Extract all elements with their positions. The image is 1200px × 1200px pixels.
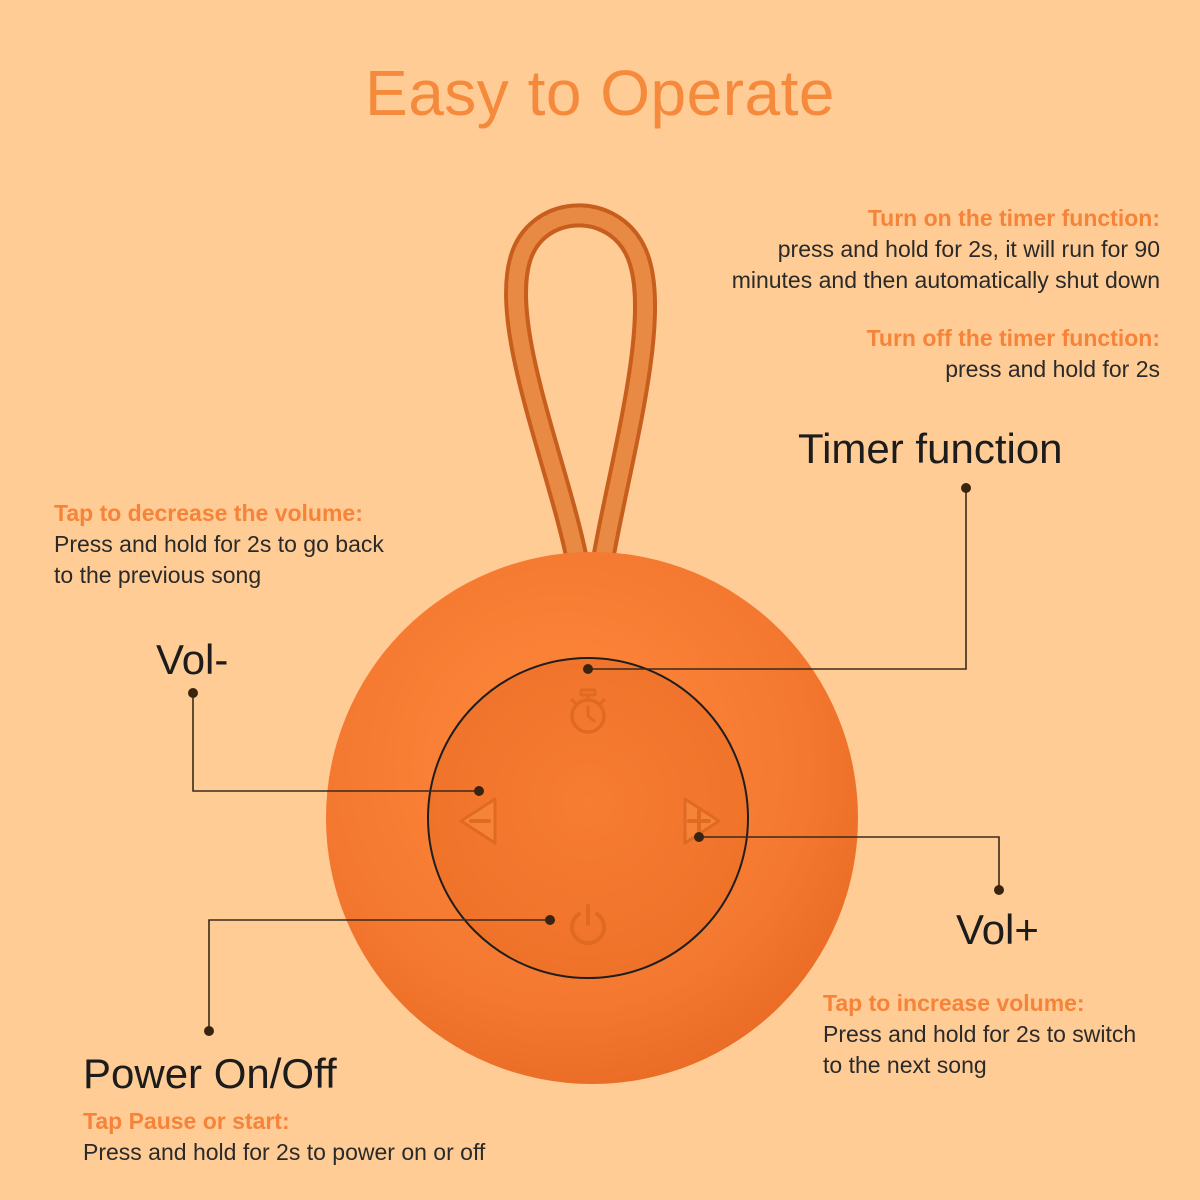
vol-minus-label: Vol-: [156, 636, 229, 683]
vol-down-line1: Press and hold for 2s to go back: [54, 531, 384, 557]
power-label: Power On/Off: [83, 1050, 337, 1097]
control-face: [427, 657, 749, 979]
timer-function-label: Timer function: [798, 425, 1063, 472]
timer-off-heading: Turn off the timer function:: [866, 325, 1160, 351]
vol-down-info: Tap to decrease the volume: Press and ho…: [54, 498, 384, 591]
page-title: Easy to Operate: [365, 57, 835, 129]
stopwatch-icon[interactable]: [566, 688, 610, 736]
power-dot-label: [204, 1026, 214, 1036]
vol-up-line2: to the next song: [823, 1052, 987, 1078]
vol-minus-leader-line: [192, 693, 479, 792]
vol-up-line1: Press and hold for 2s to switch: [823, 1021, 1137, 1047]
timer-dot-button: [583, 664, 593, 674]
vol-up-info: Tap to increase volume: Press and hold f…: [823, 988, 1136, 1081]
vol-minus-dot-button: [474, 786, 484, 796]
vol-plus-label: Vol+: [956, 906, 1039, 953]
timer-on-line2: minutes and then automatically shut down: [731, 267, 1160, 293]
power-info: Tap Pause or start: Press and hold for 2…: [83, 1106, 485, 1168]
timer-on-line1: press and hold for 2s, it will run for 9…: [777, 236, 1160, 262]
power-dot-button: [545, 915, 555, 925]
vol-plus-dot-button: [694, 832, 704, 842]
power-leader-line: [208, 919, 550, 1031]
power-heading: Tap Pause or start:: [83, 1108, 290, 1134]
vol-up-heading: Tap to increase volume:: [823, 990, 1085, 1016]
timer-leader-line: [588, 488, 967, 670]
vol-plus-leader-line: [699, 836, 1000, 890]
lanyard-strap: [504, 203, 657, 577]
timer-dot-label: [961, 483, 971, 493]
power-icon[interactable]: [566, 902, 610, 948]
timer-info: Turn on the timer function: press and ho…: [732, 203, 1160, 385]
volume-up-triangle-icon[interactable]: [679, 795, 725, 847]
timer-off-line1: press and hold for 2s: [945, 356, 1160, 382]
volume-down-triangle-icon[interactable]: [455, 795, 501, 847]
vol-plus-dot-label: [994, 885, 1004, 895]
vol-down-line2: to the previous song: [54, 562, 262, 588]
power-line1: Press and hold for 2s to power on or off: [83, 1139, 486, 1165]
vol-down-heading: Tap to decrease the volume:: [54, 500, 363, 526]
timer-on-heading: Turn on the timer function:: [867, 205, 1160, 231]
vol-minus-dot-label: [188, 688, 198, 698]
